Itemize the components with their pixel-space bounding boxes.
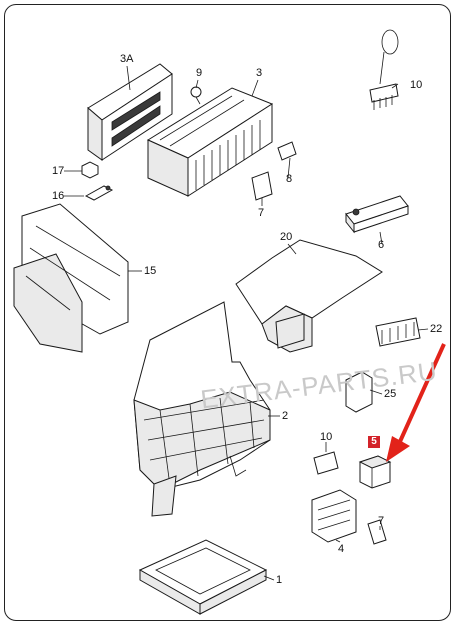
label-10-lower: 10 <box>320 431 333 443</box>
part-22-heatsink <box>375 317 421 347</box>
label-8: 8 <box>286 173 293 185</box>
highlight-arrow <box>386 343 446 462</box>
part-6-connector <box>345 195 409 234</box>
label-25: 25 <box>384 388 397 400</box>
part-20-holder <box>235 239 383 353</box>
part-5-relay <box>358 455 392 489</box>
part-4-connector <box>311 489 357 543</box>
part-25-clip <box>345 371 373 413</box>
label-6: 6 <box>378 239 385 251</box>
part-8-clip <box>277 141 297 161</box>
part-1-cover <box>138 539 268 615</box>
part-3-fuse-block <box>146 87 274 197</box>
part-10-tool <box>369 29 399 110</box>
label-2: 2 <box>282 410 289 422</box>
label-17: 17 <box>52 165 65 177</box>
label-16: 16 <box>52 190 65 202</box>
label-3a: 3A <box>120 53 134 65</box>
part-10-block <box>313 451 339 475</box>
part-3a-cover <box>87 63 173 161</box>
diagram-frame <box>4 4 451 621</box>
part-16-bracket <box>84 185 114 201</box>
label-7-lower: 7 <box>378 515 385 527</box>
label-10-top: 10 <box>410 79 423 91</box>
part-15-bracket <box>13 203 129 353</box>
part-2-carrier <box>133 301 271 517</box>
label-7-upper: 7 <box>258 207 265 219</box>
label-20: 20 <box>280 231 293 243</box>
label-22: 22 <box>430 323 443 335</box>
label-5-highlighted: 5 <box>368 436 380 448</box>
label-3: 3 <box>256 67 263 79</box>
label-1: 1 <box>276 574 283 586</box>
label-4: 4 <box>338 543 345 555</box>
part-7-upper <box>251 171 273 201</box>
part-17-nut <box>81 161 99 179</box>
label-15: 15 <box>144 265 157 277</box>
part-7-lower <box>367 519 387 545</box>
label-9: 9 <box>196 67 203 79</box>
leader-lines <box>64 65 429 581</box>
part-9-screw <box>190 86 202 105</box>
